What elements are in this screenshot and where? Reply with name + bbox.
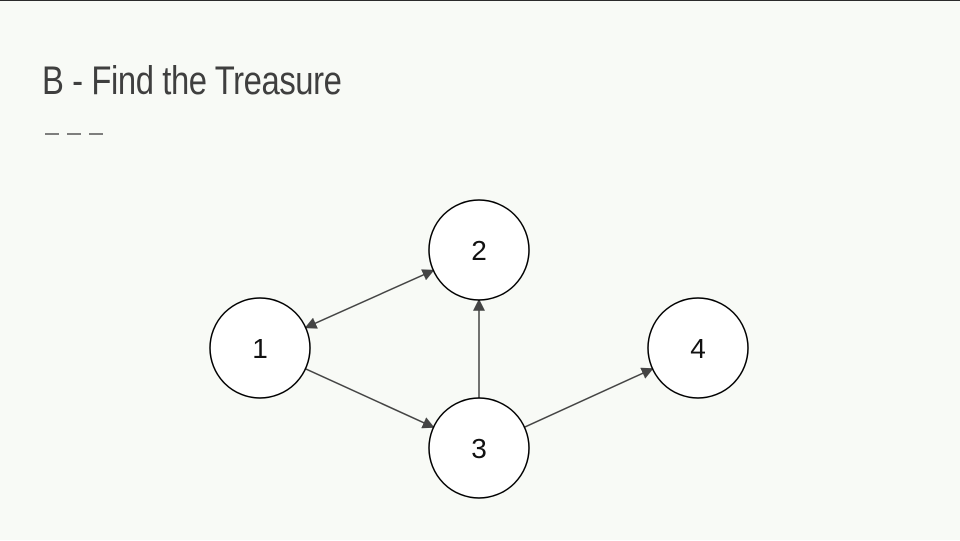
slide-title: B - Find the Treasure <box>42 59 342 103</box>
node-label: 4 <box>690 333 706 364</box>
graph-node-1: 1 <box>209 297 311 399</box>
edge-1-3 <box>305 368 435 429</box>
graph-node-2: 2 <box>428 199 530 301</box>
edge-1-2 <box>304 269 435 329</box>
graph-node-4: 4 <box>647 297 749 399</box>
node-label: 2 <box>471 235 487 266</box>
edges-layer <box>304 269 654 429</box>
edge-3-4 <box>524 367 654 428</box>
title-underline <box>45 133 105 135</box>
node-label: 3 <box>471 433 487 464</box>
node-label: 1 <box>252 333 268 364</box>
graph-node-3: 3 <box>428 397 530 499</box>
